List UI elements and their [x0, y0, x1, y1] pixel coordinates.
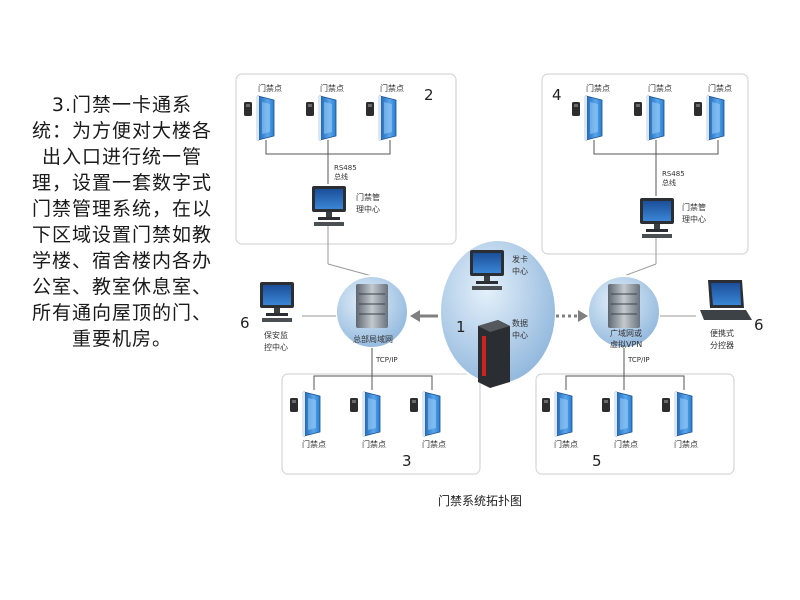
data-center-label: 数据 — [512, 318, 528, 328]
card-issue-label: 中心 — [512, 266, 528, 276]
door-point-label: 门禁点 — [708, 83, 732, 93]
intro-text: 3.门禁一卡通系统：为方便对大楼各出入口进行统一管理，设置一套数字式门禁管理系统… — [32, 94, 213, 350]
security-center-label: 保安监 — [264, 330, 288, 340]
data-center-label: 中心 — [512, 330, 528, 340]
rs485-bus-label: 总线 — [662, 178, 676, 187]
rs485-label: RS485 — [334, 164, 357, 172]
rs485-label: RS485 — [662, 170, 685, 178]
door-point-label: 门禁点 — [586, 83, 610, 93]
diagram-caption: 门禁系统拓扑图 — [437, 494, 522, 508]
door-point-label: 门禁点 — [674, 439, 698, 449]
management-center-label: 理中心 — [356, 204, 380, 214]
door-point-label: 门禁点 — [554, 439, 578, 449]
tcpip-label: TCP/IP — [627, 356, 650, 364]
door-point-label: 门禁点 — [614, 439, 638, 449]
region-2-box — [235, 73, 457, 245]
rs485-bus-label: 总线 — [334, 172, 348, 181]
lan-switch-rack — [356, 284, 388, 328]
card-issue-label: 发卡 — [512, 254, 528, 264]
door-point-label: 门禁点 — [648, 83, 672, 93]
security-monitoring-pc — [260, 282, 294, 322]
security-center-label: 控中心 — [264, 342, 288, 352]
region-number-6-left: 6 — [240, 314, 250, 332]
management-center-label: 门禁管 — [682, 202, 706, 212]
door-point-label: 门禁点 — [380, 83, 404, 93]
door-point-label: 门禁点 — [362, 439, 386, 449]
region-number-6-right: 6 — [754, 316, 764, 334]
portable-controller-label: 分控器 — [710, 340, 734, 350]
region-number-2: 2 — [424, 86, 434, 104]
tcpip-label: TCP/IP — [375, 356, 398, 364]
region-number-3: 3 — [402, 452, 412, 470]
lan-label: 总部局域网 — [353, 334, 393, 344]
region-number-1: 1 — [456, 318, 466, 336]
management-center-label: 门禁管 — [356, 192, 380, 202]
wan-label: 广域网或 — [610, 328, 642, 338]
arrow-to-lan — [410, 310, 438, 322]
region-number-5: 5 — [592, 452, 602, 470]
portable-controller-label: 便携式 — [710, 328, 734, 338]
wan-label: 虚拟VPN — [610, 339, 642, 349]
data-center-server — [478, 320, 510, 388]
door-point-label: 门禁点 — [258, 83, 282, 93]
region-number-4: 4 — [552, 86, 562, 104]
arrow-to-wan — [556, 310, 588, 322]
wan-switch-rack — [608, 284, 640, 328]
door-point-label: 门禁点 — [422, 439, 446, 449]
management-center-label: 理中心 — [682, 214, 706, 224]
door-point-label: 门禁点 — [320, 83, 344, 93]
portable-controller-laptop — [700, 280, 752, 320]
door-point-label: 门禁点 — [302, 439, 326, 449]
access-control-topology-diagram: 门禁点 门禁点 门禁点 2 RS485 总线 门禁管 理中心 门禁点 门禁点 门… — [235, 73, 764, 475]
